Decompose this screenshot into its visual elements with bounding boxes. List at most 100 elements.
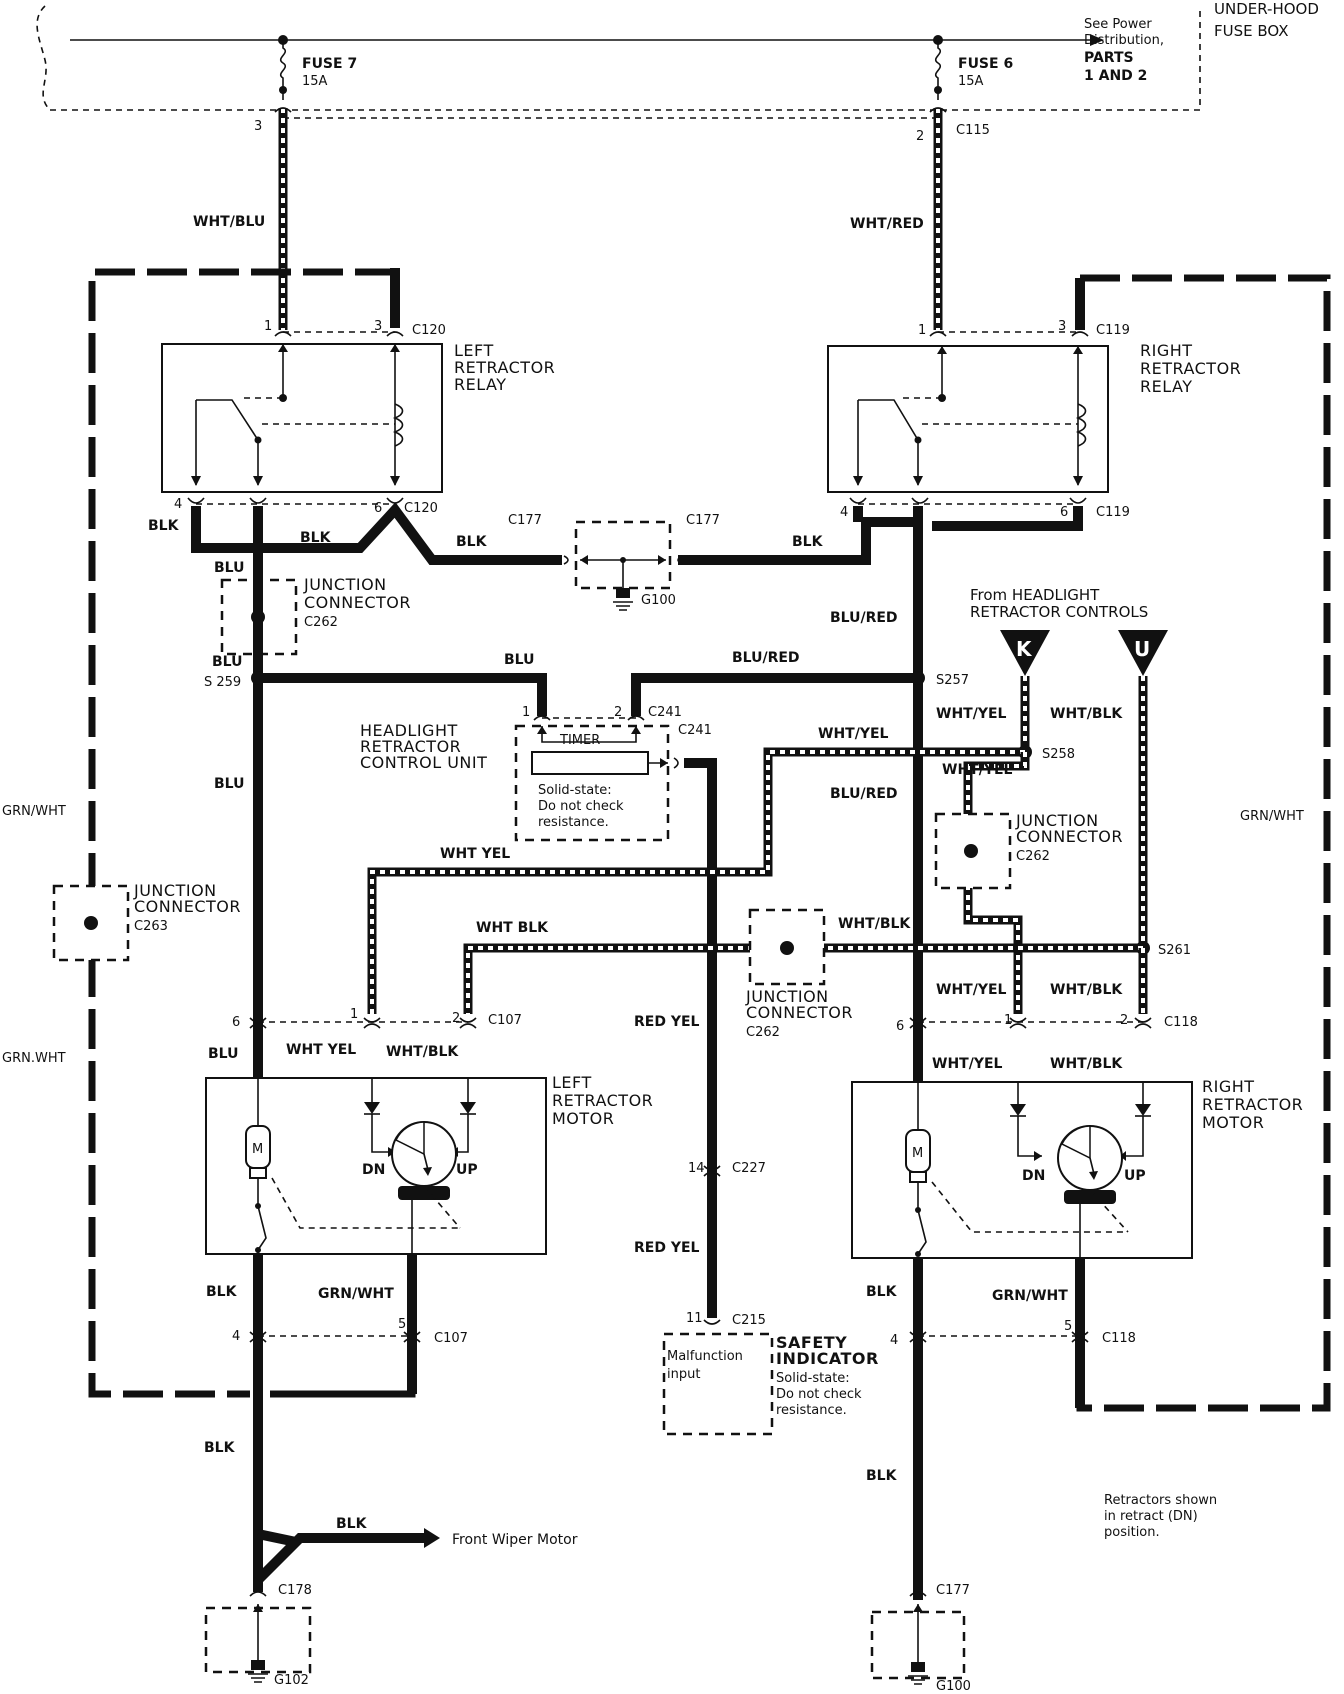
label-blu-lm: BLU <box>208 1046 238 1062</box>
label-wht-yel-rm-1: WHT/YEL <box>936 982 1007 998</box>
jc-left-mid-title-2: CONNECTOR <box>134 897 241 916</box>
ctrl-pin1: 1 <box>522 705 530 720</box>
c227-pin: 14 <box>688 1161 705 1176</box>
ctrl-note-3: resistance. <box>538 815 609 830</box>
timer-box <box>531 751 649 775</box>
ctrl-title-2: RETRACTOR <box>360 737 461 756</box>
footnote-2: in retract (DN) <box>1104 1509 1198 1524</box>
see-note-3: PARTS <box>1084 50 1134 66</box>
right-retractor-motor: 6 1 2 C118 WHT/YEL WHT/BLK WHT/YEL WHT/B… <box>851 982 1303 1484</box>
u-flag <box>1118 630 1168 676</box>
c177-right-label: C177 <box>686 513 720 528</box>
red-yel-wire: RED YEL 14 C227 RED YEL <box>634 758 766 1318</box>
ctrl-pin2: 2 <box>614 705 622 720</box>
safety-input-2: input <box>667 1367 700 1382</box>
safety-note-3: resistance. <box>776 1403 847 1418</box>
wht-yel-network: WHT/YEL WHT YEL WHT/YEL JUNCTION CONNECT… <box>367 726 1123 1014</box>
jc-left-top-title-2: CONNECTOR <box>304 593 411 612</box>
label-blk-rm: BLK <box>866 1284 898 1300</box>
label-blu-s259: BLU <box>212 654 242 670</box>
right-relay-pin6: 6 <box>1060 505 1068 520</box>
ctrl-title-1: HEADLIGHT <box>360 721 458 740</box>
label-wht-yel-lm: WHT YEL <box>286 1042 356 1058</box>
footnote-1: Retractors shown <box>1104 1493 1217 1508</box>
relay-ground-wires: BLK BLK BLK BLK C177 C177 G100 <box>148 502 1083 611</box>
label-blk-wiper: BLK <box>336 1516 368 1532</box>
label-red-yel-2: RED YEL <box>634 1240 700 1256</box>
left-relay-box <box>161 343 443 493</box>
rm-title-2: RETRACTOR <box>1202 1095 1303 1114</box>
rm-pin5: 5 <box>1064 1319 1072 1334</box>
rm-m: M <box>912 1146 923 1161</box>
fuse6-rating: 15A <box>958 74 984 89</box>
left-retractor-relay: 1 3 C120 LEFT RETRACTOR RELAY 4 6 C120 <box>161 319 555 516</box>
right-retractor-relay: 1 3 C119 RIGHT RETRACTOR RELAY 4 6 C119 <box>827 319 1241 520</box>
lm-dn: DN <box>362 1162 385 1178</box>
right-relay-pin1: 1 <box>918 323 926 338</box>
label-blk-relay-mid: BLK <box>300 530 332 546</box>
rm-title-1: RIGHT <box>1202 1077 1255 1096</box>
label-blk-relay-right: BLK <box>792 534 824 550</box>
left-relay-title-2: RETRACTOR <box>454 358 555 377</box>
rm-pin1: 1 <box>1004 1013 1012 1028</box>
jc-left-top-id: C262 <box>304 615 338 630</box>
label-wht-blk-u: WHT/BLK <box>1050 706 1123 722</box>
rm-pin6: 6 <box>896 1019 904 1034</box>
label-wht-blk-left: WHT BLK <box>476 920 549 936</box>
lm-title-2: RETRACTOR <box>552 1091 653 1110</box>
right-relay-pin4: 4 <box>840 505 848 520</box>
fuse6-pin: 2 <box>916 129 924 144</box>
ctrl-conn-top: C241 <box>648 705 682 720</box>
left-retractor-motor: 6 1 2 C107 BLU WHT YEL WHT/BLK LEFT RETR… <box>205 1007 653 1394</box>
g102-label: G102 <box>274 1673 309 1688</box>
ctrl-conn-right: C241 <box>678 723 712 738</box>
safety-note-2: Do not check <box>776 1387 862 1402</box>
rm-conn-top: C118 <box>1164 1015 1198 1030</box>
lm-pin2: 2 <box>452 1011 460 1026</box>
lm-pin6: 6 <box>232 1015 240 1030</box>
left-relay-pin3: 3 <box>374 319 382 334</box>
safety-title-1: SAFETY <box>776 1333 847 1352</box>
label-wht-blu: WHT/BLU <box>193 214 265 230</box>
label-blk-relay-left: BLK <box>148 518 180 534</box>
label-wht-blk-lm: WHT/BLK <box>386 1044 459 1060</box>
label-blu-red-3: BLU/RED <box>830 786 898 802</box>
safety-input-1: Malfunction <box>667 1349 743 1364</box>
lm-title-3: MOTOR <box>552 1109 614 1128</box>
fuse6-name: FUSE 6 <box>958 56 1013 72</box>
controls-note-1: From HEADLIGHT <box>970 586 1100 604</box>
feed-wires: WHT/BLU WHT/RED <box>193 107 947 330</box>
label-blk-lm: BLK <box>206 1284 238 1300</box>
left-relay-conn-bottom: C120 <box>404 501 438 516</box>
rm-dn: DN <box>1022 1168 1045 1184</box>
s261-label: S261 <box>1158 943 1191 958</box>
lm-conn-top: C107 <box>488 1013 522 1028</box>
jc-left-mid: JUNCTION CONNECTOR C263 <box>52 881 241 962</box>
lm-conn-bottom: C107 <box>434 1331 468 1346</box>
label-wht-yel-rm-2: WHT/YEL <box>932 1056 1003 1072</box>
s257-label: S257 <box>936 673 969 688</box>
jc-right-title-2: CONNECTOR <box>1016 827 1123 846</box>
jc-right-id: C262 <box>1016 849 1050 864</box>
label-wht-blk-rm-1: WHT/BLK <box>1050 982 1123 998</box>
lm-up: UP <box>456 1162 478 1178</box>
right-bottom-ground: C177 G100 <box>870 1583 971 1694</box>
ctrl-title-3: CONTROL UNIT <box>360 753 487 772</box>
label-blk-left-low: BLK <box>204 1440 236 1456</box>
right-relay-title-1: RIGHT <box>1140 341 1193 360</box>
label-wht-yel-k: WHT/YEL <box>936 706 1007 722</box>
jc-center-title-1: JUNCTION <box>745 987 829 1006</box>
jc-left-mid-title-1: JUNCTION <box>133 881 217 900</box>
label-grn-wht-rm: GRN/WHT <box>992 1288 1068 1304</box>
wiper-label: Front Wiper Motor <box>452 1532 578 1548</box>
label-grn-wht-left-2: GRN.WHT <box>2 1051 66 1066</box>
lm-m: M <box>252 1142 263 1157</box>
footnote-3: position. <box>1104 1525 1160 1540</box>
under-hood-fuse-box: UNDER-HOOD FUSE BOX See Power Distributi… <box>36 0 1319 144</box>
right-relay-box <box>827 345 1109 493</box>
c178-label: C178 <box>278 1583 312 1598</box>
headlight-retractor-control-unit: 1 2 C241 HEADLIGHT RETRACTOR CONTROL UNI… <box>360 705 712 842</box>
c177-left-label: C177 <box>508 513 542 528</box>
fuse7-rating: 15A <box>302 74 328 89</box>
